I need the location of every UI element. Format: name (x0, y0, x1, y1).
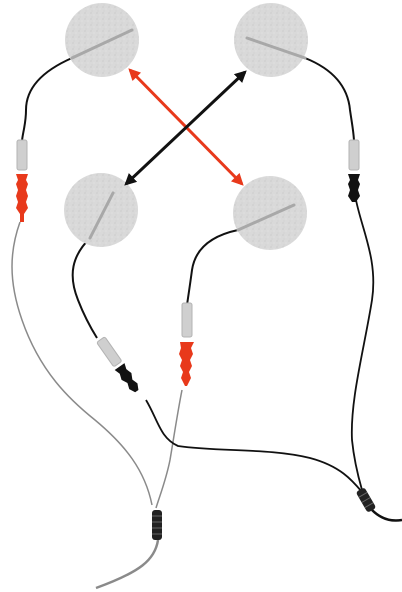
connector-top-left-red (16, 139, 28, 222)
arrow-black-top-right-to-bottom-left (124, 70, 247, 186)
pad-wire-line (245, 36, 307, 60)
pad-wire-line (236, 203, 296, 232)
connector-top-right-black (348, 139, 360, 202)
wire-bottom-left-pad-lead (71, 237, 98, 339)
pad-wire-line (88, 191, 115, 240)
wire-top-right-pad-lead (304, 57, 355, 143)
wire-red-channel-gray-lead (11, 221, 153, 506)
wire-red-channel-second-gray-lead (155, 389, 183, 509)
splitter-black-channel (356, 488, 376, 512)
wire-black-channel-lead-right (350, 199, 375, 491)
pad-top-right (234, 3, 308, 77)
wires (11, 57, 402, 590)
pad-top-left (65, 3, 139, 77)
wire-black-channel-main-cable (371, 509, 402, 522)
pad-bottom-right (233, 176, 307, 250)
connector-bottom-left-black (96, 336, 139, 393)
wire-red-channel-main-cable (95, 539, 160, 590)
wire-top-left-pad-lead (21, 57, 73, 143)
pad-wire-line (70, 28, 134, 60)
wire-black-channel-lead-left (145, 399, 363, 493)
wire-bottom-right-pad-lead (186, 229, 239, 306)
splitter-red-channel (152, 510, 162, 540)
connector-bottom-right-red (179, 302, 194, 386)
pad-bottom-left (64, 173, 138, 247)
